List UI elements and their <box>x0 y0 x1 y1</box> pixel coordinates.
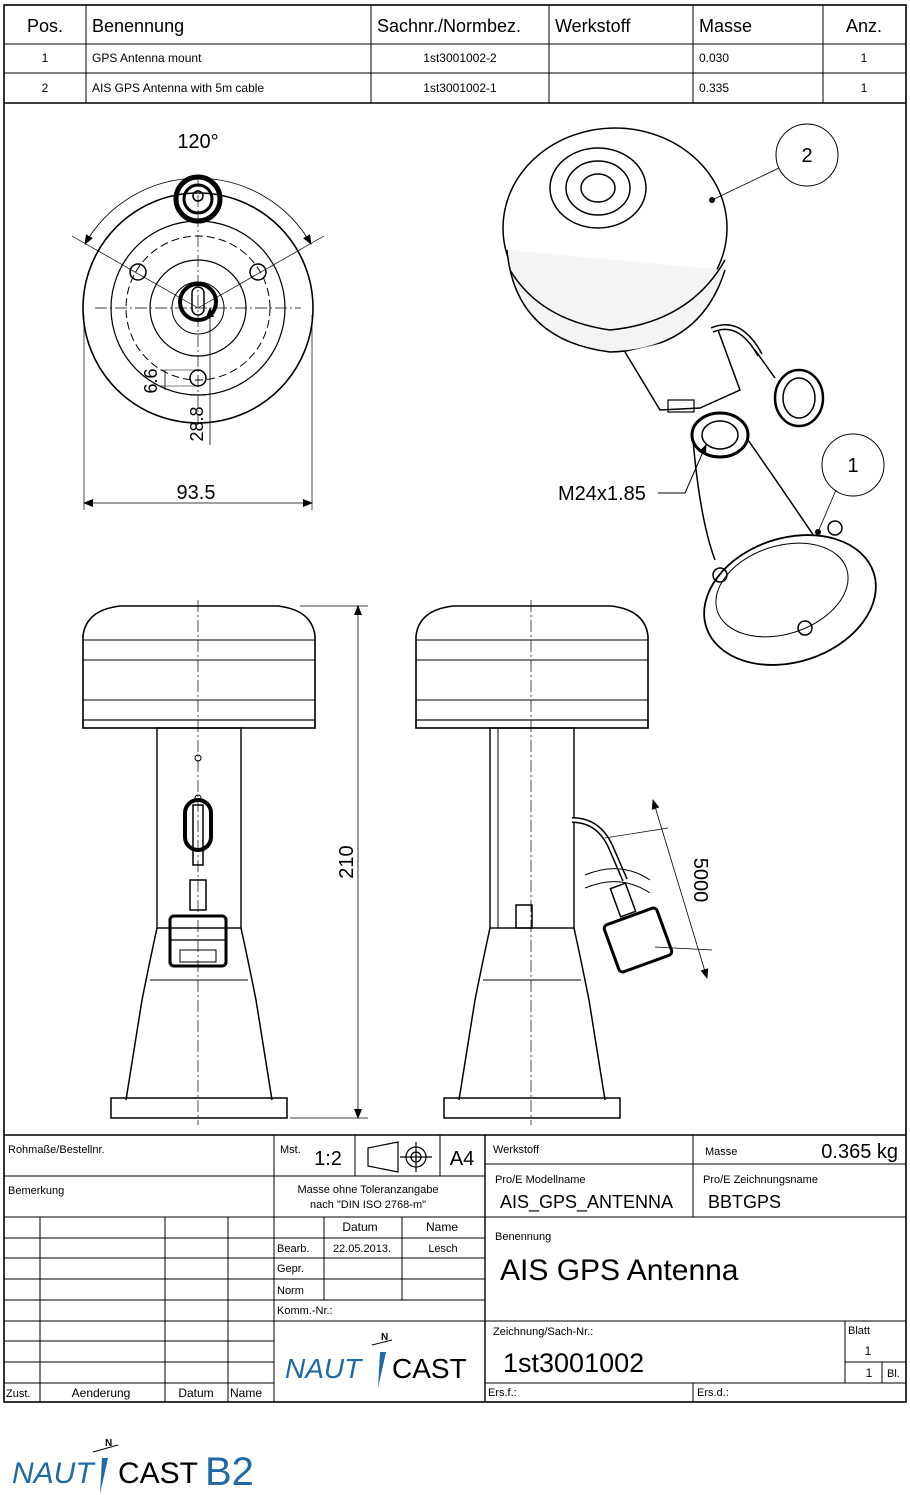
svg-text:B2: B2 <box>205 1450 254 1494</box>
side-view <box>415 600 713 1125</box>
change-date-label: Datum <box>178 1386 213 1400</box>
parts-list <box>4 5 906 104</box>
dim-thread: M24x1.85 <box>558 483 646 505</box>
drawing-frame <box>3 4 907 1403</box>
dim-pcd-half: 28.8 <box>187 406 207 441</box>
drawing-name-label: Pro/E Zeichnungsname <box>703 1174 818 1186</box>
nauticast-b2-footer-logo: NAUT CAST N B2 <box>12 1438 254 1494</box>
header-number: Sachnr./Normbez. <box>377 16 521 36</box>
model-value: AIS_GPS_ANTENNA <box>500 1192 673 1213</box>
raw-material-label: Rohmaße/Bestellnr. <box>8 1144 105 1156</box>
header-mass: Masse <box>699 16 752 36</box>
top-view-mount <box>71 174 325 510</box>
change-zone-label: Zust. <box>6 1388 30 1400</box>
drawing-no-value: 1st3001002 <box>503 1348 644 1378</box>
dim-diameter: 93.5 <box>177 482 216 504</box>
row2-mass: 0.335 <box>699 81 729 95</box>
sheet-value: 1 <box>865 1344 872 1358</box>
row1-mass: 0.030 <box>699 51 729 65</box>
norm-label: Norm <box>277 1285 304 1297</box>
drawing-no-label: Zeichnung/Sach-Nr.: <box>493 1326 593 1338</box>
row1-pos: 1 <box>42 51 49 65</box>
drawn-label: Bearb. <box>277 1243 309 1255</box>
paper-size: A4 <box>450 1148 474 1170</box>
material-label: Werkstoff <box>493 1144 540 1156</box>
row2-number: 1st3001002-1 <box>423 81 497 95</box>
scale-value: 1:2 <box>314 1148 342 1170</box>
tolerance-note-1: Masse ohne Toleranzangabe <box>297 1184 438 1196</box>
tolerance-note-2: nach "DIN ISO 2768-m" <box>310 1199 426 1211</box>
row1-number: 1st3001002-2 <box>423 51 497 65</box>
title-label: Benennung <box>495 1231 551 1243</box>
remark-label: Bemerkung <box>8 1185 64 1197</box>
name-col-label: Name <box>426 1220 458 1234</box>
balloon-mount-text: 1 <box>847 455 858 477</box>
header-material: Werkstoff <box>555 16 631 36</box>
svg-text:N: N <box>105 1438 112 1449</box>
dim-angle: 120° <box>177 131 218 153</box>
front-view <box>82 600 368 1125</box>
row1-name: GPS Antenna mount <box>92 51 202 65</box>
scale-label: Mst. <box>280 1144 301 1156</box>
title-block-grid <box>4 1134 906 1402</box>
row2-name: AIS GPS Antenna with 5m cable <box>92 81 264 95</box>
balloon-antenna: 2 <box>709 123 839 203</box>
change-label: Aenderung <box>72 1386 131 1400</box>
nauticast-logo-title-block: NAUT CAST N <box>285 1332 467 1388</box>
balloon-mount: 1 <box>815 433 885 535</box>
title-value: AIS GPS Antenna <box>500 1254 739 1287</box>
sheet-total-unit: Bl. <box>887 1368 900 1380</box>
projection-symbol-icon <box>367 1141 432 1173</box>
replaces-label: Ers.f.: <box>488 1387 517 1399</box>
model-label: Pro/E Modellname <box>495 1174 586 1186</box>
svg-text:NAUT: NAUT <box>285 1353 363 1384</box>
header-qty: Anz. <box>846 16 882 36</box>
header-pos: Pos. <box>27 16 63 36</box>
svg-text:CAST: CAST <box>392 1353 467 1384</box>
date-col-label: Datum <box>342 1220 377 1234</box>
isometric-antenna <box>502 127 877 666</box>
header-name: Benennung <box>92 16 184 36</box>
row2-qty: 1 <box>861 81 868 95</box>
drawn-name: Lesch <box>428 1243 457 1255</box>
dim-hole: 6.6 <box>141 368 161 393</box>
mass-label: Masse <box>705 1146 737 1158</box>
drawn-date: 22.05.2013. <box>333 1243 391 1255</box>
row1-qty: 1 <box>861 51 868 65</box>
row2-pos: 2 <box>42 81 49 95</box>
change-name-label: Name <box>230 1386 262 1400</box>
balloon-antenna-text: 2 <box>801 145 812 167</box>
drawing-name-value: BBTGPS <box>708 1192 781 1212</box>
sheet-label: Blatt <box>848 1325 870 1337</box>
dim-height: 210 <box>336 845 358 878</box>
svg-text:CAST: CAST <box>118 1457 198 1490</box>
svg-text:NAUT: NAUT <box>12 1457 96 1490</box>
sheet-total: 1 <box>866 1366 873 1380</box>
commission-label: Komm.-Nr.: <box>277 1305 333 1317</box>
checked-label: Gepr. <box>277 1263 304 1275</box>
dim-cable-length: 5000 <box>689 858 711 903</box>
replaced-by-label: Ers.d.: <box>697 1387 729 1399</box>
mass-value: 0.365 kg <box>821 1141 898 1163</box>
svg-text:N: N <box>381 1332 388 1343</box>
